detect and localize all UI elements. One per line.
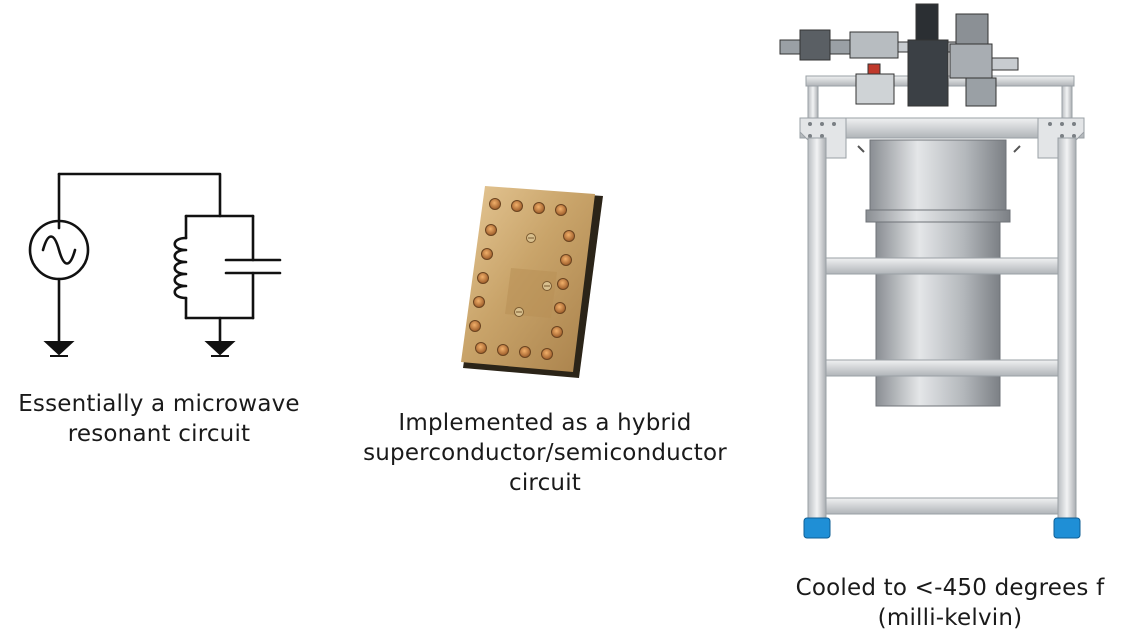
sine-wave-icon [41,235,77,265]
hybrid-chip-panel [445,182,615,382]
caption-line: resonant circuit [67,421,251,447]
caption-line: Essentially a microwave [18,391,300,417]
caster-left [803,517,831,539]
caption-line: Implemented as a hybrid [398,410,692,436]
frame-post-right [1057,137,1077,521]
top-wire [57,172,222,218]
top-plumbing [779,3,1019,107]
caster-right [1053,517,1081,539]
resonant-circuit-caption: Essentially a microwave resonant circuit [0,389,318,449]
caption-line: superconductor/semiconductor [363,440,727,466]
dilution-refrigerator-caption: Cooled to <-450 degrees f (milli-kelvin) [780,573,1120,633]
inductor-coil-icon [173,236,188,300]
ground-icon [204,341,236,357]
ground-icon [43,341,75,357]
gold-chip-package-image [461,186,603,378]
caption-line: circuit [508,470,582,496]
cryostat-cylinder [875,221,1001,407]
caption-line: (milli-kelvin) [877,605,1023,631]
dilution-refrigerator-panel [770,0,1110,550]
frame-post-left [807,137,827,521]
caption-line: Cooled to <-450 degrees f [795,575,1105,601]
resonant-circuit-panel [0,150,330,370]
lc-circuit-schematic [28,172,282,357]
hybrid-chip-caption: Implemented as a hybrid superconductor/s… [335,408,755,498]
dilution-refrigerator-image [779,3,1085,539]
